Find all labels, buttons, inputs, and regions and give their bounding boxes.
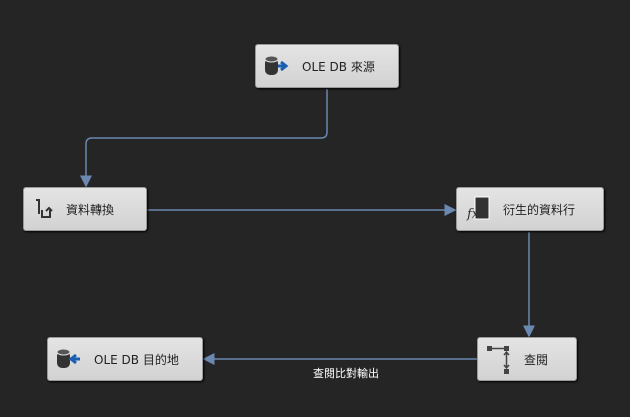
- node-ole-db-source[interactable]: OLE DB 來源: [255, 44, 399, 88]
- node-label: OLE DB 來源: [302, 59, 375, 74]
- path-source-to-convert[interactable]: [80, 89, 328, 188]
- database-source-icon: [264, 55, 289, 75]
- lookup-icon: [487, 346, 510, 374]
- data-conversion-icon: [36, 199, 53, 218]
- node-derived-column[interactable]: fx 衍生的資料行: [456, 187, 604, 231]
- node-label: 衍生的資料行: [503, 202, 576, 217]
- node-data-conversion[interactable]: 資料轉換: [23, 187, 147, 231]
- node-label: OLE DB 目的地: [94, 352, 179, 367]
- path-label-lookup-match-output: 查閱比對輸出: [313, 367, 379, 380]
- database-destination-icon: [56, 348, 80, 368]
- fx-icon: fx: [466, 196, 490, 222]
- node-lookup[interactable]: 查閱: [477, 337, 577, 381]
- node-ole-db-destination[interactable]: OLE DB 目的地: [47, 337, 203, 381]
- node-label: 查閱: [524, 352, 549, 367]
- node-label: 資料轉換: [66, 202, 115, 217]
- svg-text:fx: fx: [466, 207, 480, 222]
